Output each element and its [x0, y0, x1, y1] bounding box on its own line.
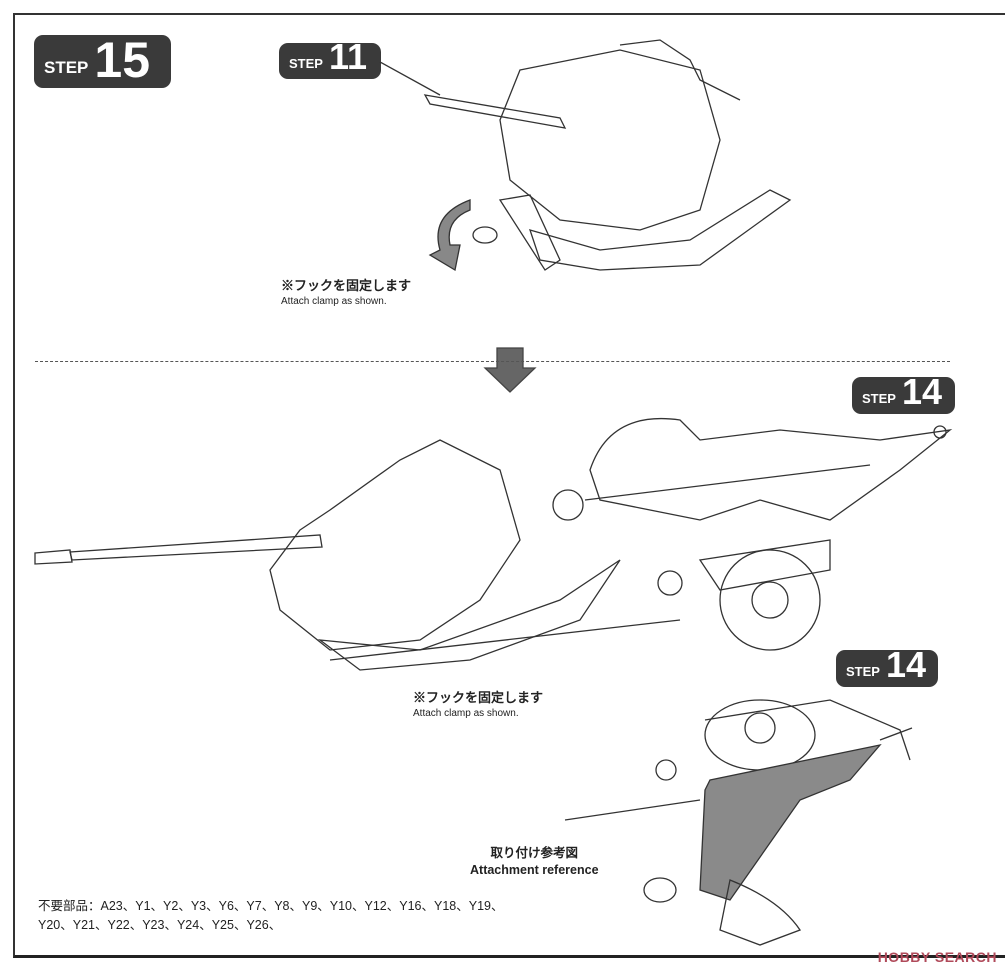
clamp-note-top: ※フックを固定します Attach clamp as shown. [281, 275, 411, 307]
watermark: HOBBY SEARCH [877, 949, 997, 965]
clamp-note-bottom: ※フックを固定します Attach clamp as shown. [413, 687, 543, 719]
step-14-badge: STEP 14 [852, 371, 955, 414]
attachment-reference-caption: 取り付け参考図 Attachment reference [470, 845, 599, 879]
step-label: STEP [289, 56, 323, 71]
step-label: STEP [44, 58, 89, 77]
unused-parts-line: Y20、Y21、Y22、Y23、Y24、Y25、Y26、 [38, 918, 282, 932]
note-jp: ※フックを固定します [413, 690, 544, 705]
down-arrow-icon [483, 347, 537, 393]
step-number: 15 [94, 32, 151, 88]
section-divider [35, 361, 950, 362]
unused-parts-list: 不要部品：A23、Y1、Y2、Y3、Y6、Y7、Y8、Y9、Y10、Y12、Y1… [38, 897, 503, 935]
step-11-badge: STEP 11 [279, 39, 381, 79]
page-frame [13, 13, 1005, 958]
note-jp: ※フックを固定します [281, 278, 412, 293]
step-label: STEP [846, 664, 880, 679]
note-en: Attach clamp as shown. [413, 708, 519, 719]
step-number: 14 [901, 371, 943, 412]
step-number: 14 [885, 644, 927, 685]
step-label: STEP [862, 391, 896, 406]
attachment-reference-drawing [564, 699, 913, 946]
gun-mount-drawing-top [379, 39, 792, 272]
unused-parts-line: 不要部品：A23、Y1、Y2、Y3、Y6、Y7、Y8、Y9、Y10、Y12、Y1… [38, 899, 504, 913]
step-14-badge-lower: STEP 14 [836, 644, 938, 687]
step-15-badge: STEP 15 [34, 35, 171, 88]
note-en: Attach clamp as shown. [281, 296, 387, 307]
gun-and-trailer-drawing [34, 417, 953, 671]
reference-jp: 取り付け参考図 [490, 846, 579, 860]
step-number: 11 [328, 36, 368, 77]
reference-en: Attachment reference [470, 863, 599, 877]
